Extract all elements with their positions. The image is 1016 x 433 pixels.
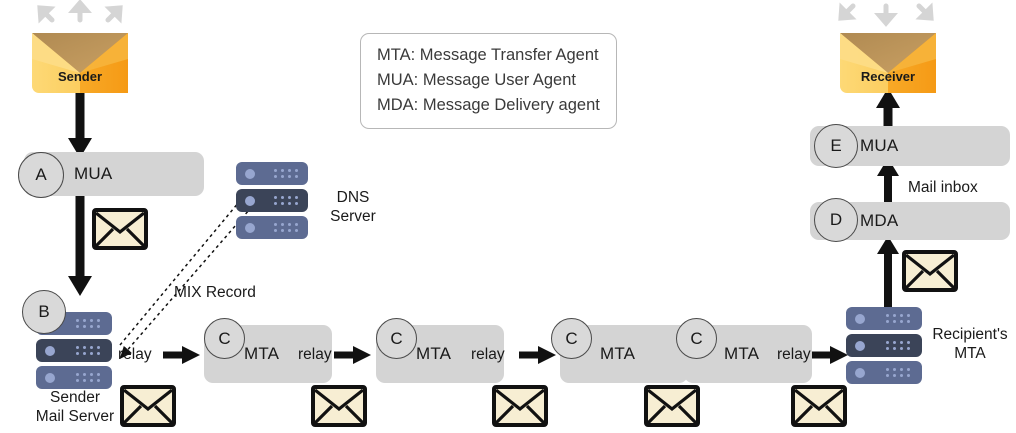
recipient-mta-caption: Recipient's MTA [926, 325, 1014, 363]
legend-line-mta: MTA: Message Transfer Agent [377, 46, 599, 64]
badge-step-d: D [814, 198, 858, 242]
mail-envelope-chain-1 [120, 385, 176, 432]
badge-step-b: B [22, 290, 66, 334]
sender-outgoing-arrows-icon [37, 0, 123, 24]
arrow-sender-to-mua-icon [68, 93, 92, 158]
envelope-icon [492, 385, 548, 427]
mail-inbox-label: Mail inbox [908, 179, 978, 196]
relay-arrow-1-icon [163, 346, 200, 364]
mail-envelope-recipient [902, 250, 958, 297]
mail-envelope-chain-5 [791, 385, 847, 432]
legend-line-mua: MUA: Message User Agent [377, 71, 576, 89]
recipient-mta-line1: Recipient's [932, 326, 1008, 343]
node-mta-1-label: MTA [244, 344, 280, 363]
relay-label-3: relay [471, 346, 505, 363]
envelope-icon [120, 385, 176, 427]
sender-mail-server-caption: Sender Mail Server [20, 388, 130, 426]
sender-label: Sender [57, 69, 103, 84]
node-mta-3-label: MTA [600, 344, 636, 363]
node-mta-4-label: MTA [724, 344, 760, 363]
arrow-mua-to-receiver-icon [876, 88, 900, 126]
arrow-recipientmta-to-mda-icon [877, 236, 899, 315]
mail-envelope-chain-2 [311, 385, 367, 432]
envelope-icon [311, 385, 367, 427]
sender-mailserver-line2: Mail Server [35, 408, 115, 425]
envelope-icon [791, 385, 847, 427]
envelope-icon [32, 33, 128, 93]
envelope-icon [92, 208, 148, 250]
receiver-label: Receiver [860, 69, 916, 84]
badge-step-e: E [814, 124, 858, 168]
badge-step-c-1: C [204, 318, 245, 359]
node-recipient-mua-label: MUA [860, 136, 899, 155]
dns-caption-line2: Server [330, 208, 376, 225]
arrow-mua-to-mailserver-icon [68, 196, 92, 296]
badge-step-c-4: C [676, 318, 717, 359]
recipient-mta-server-icon [846, 307, 922, 385]
mail-envelope-chain-4 [644, 385, 700, 432]
badge-step-c-3: C [551, 318, 592, 359]
dns-server-caption: DNS Server [316, 188, 390, 226]
dns-server-icon [236, 162, 308, 240]
envelope-icon [902, 250, 958, 292]
relay-arrow-4-icon [811, 346, 848, 364]
legend-line-mda: MDA: Message Delivery agent [377, 96, 600, 114]
server-row-middle [36, 339, 112, 362]
envelope-icon [644, 385, 700, 427]
server-row-bottom [846, 361, 922, 384]
badge-step-a: A [18, 152, 64, 198]
dns-caption-line1: DNS [336, 189, 370, 206]
mail-envelope-chain-3 [492, 385, 548, 432]
relay-arrow-2-icon [334, 346, 371, 364]
node-sender-mua-label: MUA [74, 164, 113, 183]
receiver-envelope-avatar: Receiver [840, 33, 936, 93]
server-row-bottom [36, 366, 112, 389]
envelope-icon [840, 33, 936, 93]
relay-arrow-3-icon [519, 346, 556, 364]
node-mta-2-label: MTA [416, 344, 452, 363]
server-row-middle [236, 189, 308, 212]
receiver-incoming-arrows-icon [838, 2, 934, 27]
recipient-mta-line2: MTA [954, 345, 986, 362]
mix-record-label: MIX Record [174, 284, 256, 301]
relay-label-4: relay [777, 346, 811, 363]
sender-envelope-avatar: Sender [32, 33, 128, 93]
server-row-middle [846, 334, 922, 357]
badge-step-c-2: C [376, 318, 417, 359]
server-row-top [236, 162, 308, 185]
relay-label-2: relay [298, 346, 332, 363]
abbreviation-legend: MTA: Message Transfer Agent MUA: Message… [360, 33, 617, 129]
node-recipient-mda-label: MDA [860, 211, 899, 230]
relay-label-1: relay [118, 346, 152, 363]
server-row-bottom [236, 216, 308, 239]
server-row-top [846, 307, 922, 330]
mail-envelope-mua [92, 208, 148, 255]
sender-mailserver-line1: Sender [50, 389, 100, 406]
